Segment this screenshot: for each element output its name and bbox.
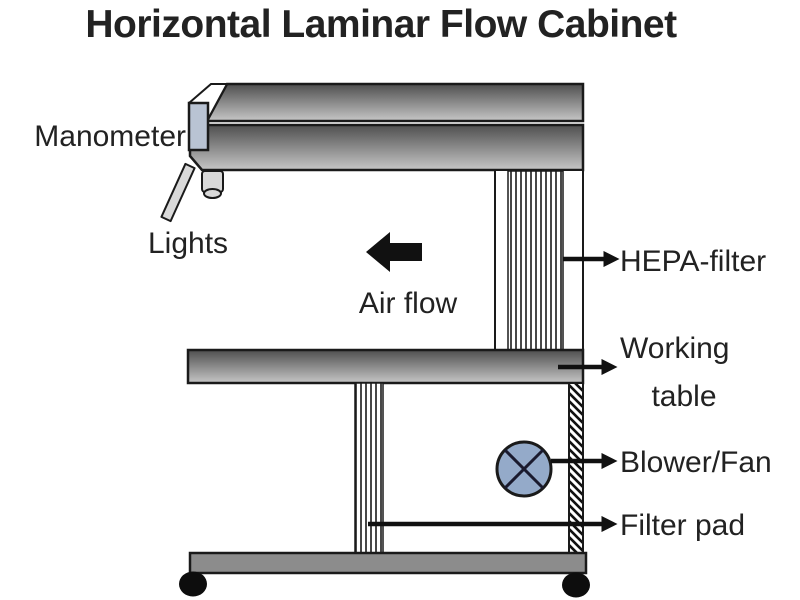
light-tube-icon	[160, 162, 196, 223]
blower-fan-icon	[495, 440, 553, 498]
blower-fan-label: Blower/Fan	[620, 446, 772, 479]
filter-pad-column	[354, 382, 384, 554]
working-table-label-line2: table	[651, 380, 716, 413]
canopy-top-panel	[204, 82, 585, 123]
manometer-gauge	[187, 101, 210, 152]
filter-pad-label: Filter pad	[620, 509, 745, 542]
base-frame	[188, 551, 588, 575]
caster-wheel-right	[562, 572, 590, 598]
working-table-surface	[186, 348, 585, 385]
working-table-label-line1: Working	[620, 332, 729, 365]
caster-wheel-left	[179, 571, 207, 597]
hepa-filter-label: HEPA-filter	[620, 245, 766, 278]
air-flow-label: Air flow	[359, 287, 458, 320]
canopy-front-panel	[188, 123, 585, 172]
rear-wall-column	[568, 382, 584, 554]
hepa-filter-element	[507, 170, 564, 351]
airflow-arrow-icon	[366, 232, 422, 272]
manometer-label: Manometer	[34, 120, 186, 153]
page-title: Horizontal Laminar Flow Cabinet	[85, 3, 677, 46]
lights-label: Lights	[148, 227, 228, 260]
light-lens-icon	[203, 188, 222, 199]
